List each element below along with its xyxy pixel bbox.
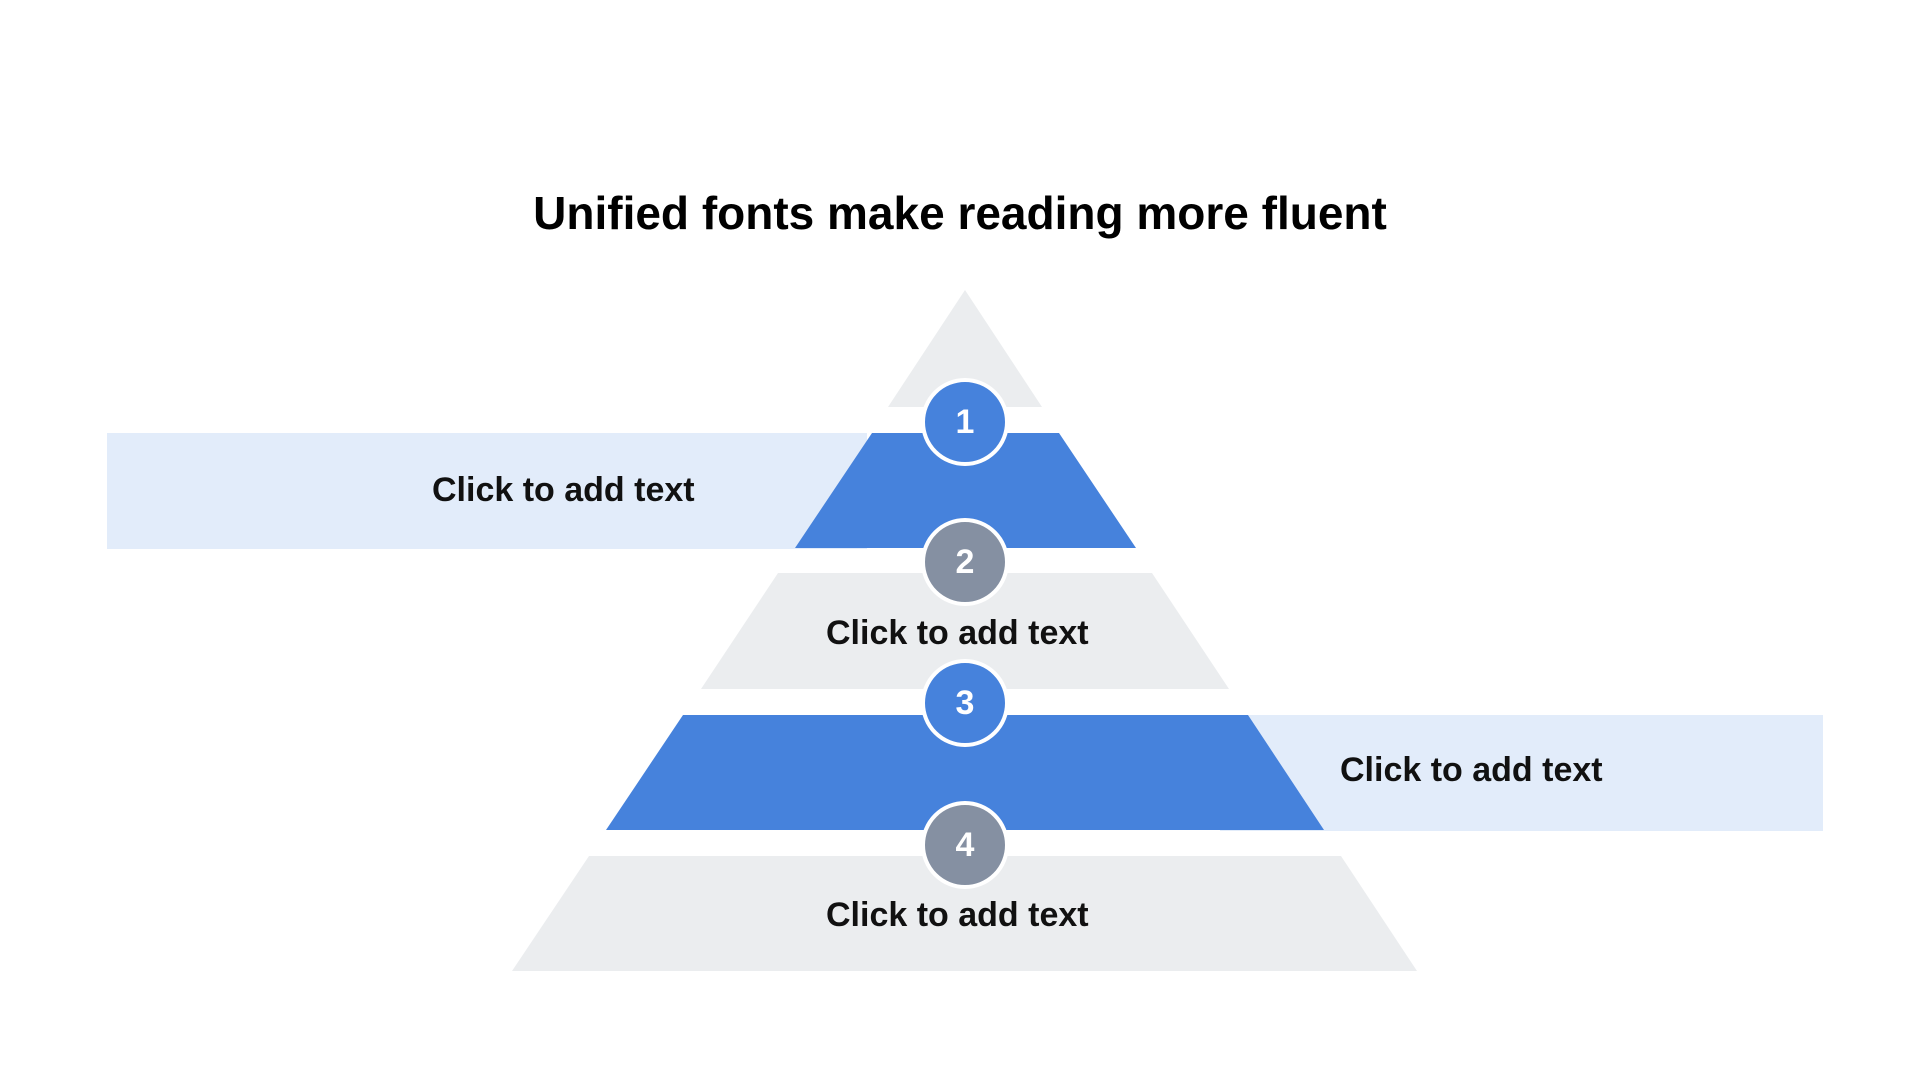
pyramid-level-1-shape[interactable] — [795, 433, 1136, 548]
level-1-text[interactable]: Click to add text — [432, 471, 695, 509]
level-3-text[interactable]: Click to add text — [1340, 751, 1603, 789]
level-4-number-badge: 4 — [921, 801, 1009, 889]
pyramid-level-4-shape[interactable] — [512, 856, 1417, 971]
level-4-text[interactable]: Click to add text — [826, 896, 1089, 934]
level-1-number-badge: 1 — [921, 378, 1009, 466]
pyramid-level-3-shape[interactable] — [606, 715, 1324, 830]
pyramid-level-2-shape[interactable] — [701, 573, 1229, 689]
level-1-highlight-band — [107, 433, 867, 549]
slide-title[interactable]: Unified fonts make reading more fluent — [533, 187, 1387, 239]
level-3-highlight-band — [1220, 715, 1823, 831]
level-2-text[interactable]: Click to add text — [826, 614, 1089, 652]
level-3-number-badge: 3 — [921, 659, 1009, 747]
level-2-number-badge: 2 — [921, 518, 1009, 606]
pyramid-apex — [888, 290, 1042, 407]
